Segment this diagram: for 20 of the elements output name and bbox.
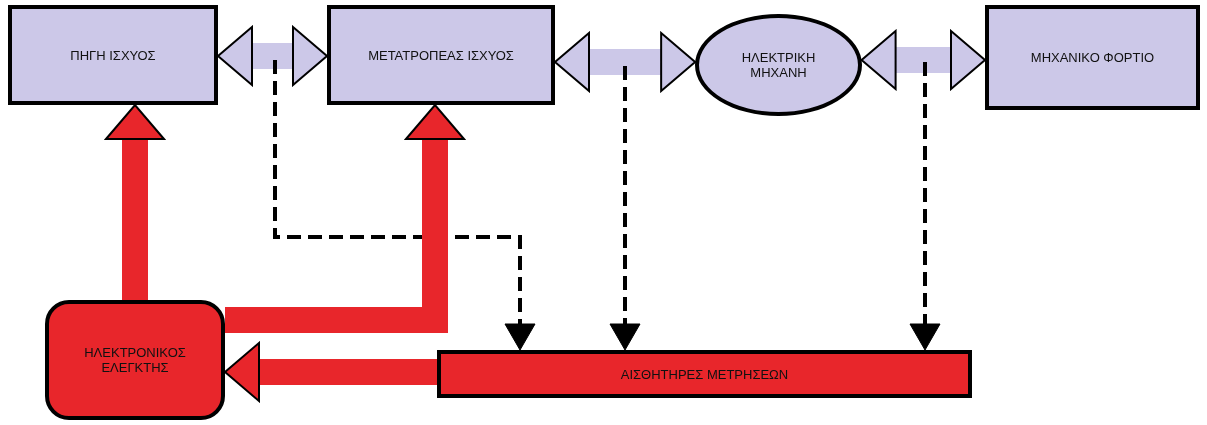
box-label: ΜΗΧΑΝΙΚΟ ΦΟΡΤΙΟ <box>1029 49 1156 67</box>
process-box <box>8 5 218 105</box>
box-label: ΗΛΕΚΤΡΙΚΗ ΜΗΧΑΝΗ <box>740 49 817 82</box>
process-box <box>327 5 555 105</box>
block-arrow <box>105 104 165 300</box>
dashed-arrow <box>909 62 941 351</box>
process-box <box>985 5 1200 110</box>
box-label: ΗΛΕΚΤΡΟΝΙΚΟΣ ΕΛΕΓΚΤΗΣ <box>83 344 187 377</box>
block-arrow <box>217 26 328 86</box>
block-arrow <box>860 30 986 90</box>
block-arrow <box>554 32 697 92</box>
block-arrow <box>225 104 465 333</box>
dashed-arrow <box>609 66 641 351</box>
sensor-bar <box>437 350 972 398</box>
controller-box <box>45 300 225 420</box>
box-label: ΜΕΤΑΤΡΟΠΕΑΣ ΙΣΧΥΟΣ <box>367 46 515 65</box>
box-label: ΠΗΓΗ ΙΣΧΥΟΣ <box>69 46 157 65</box>
box-label: ΑΙΣΘΗΤΗΡΕΣ ΜΕΤΡΗΣΕΩΝ <box>619 365 790 384</box>
block-arrow <box>224 342 437 402</box>
dashed-arrow <box>273 60 536 351</box>
